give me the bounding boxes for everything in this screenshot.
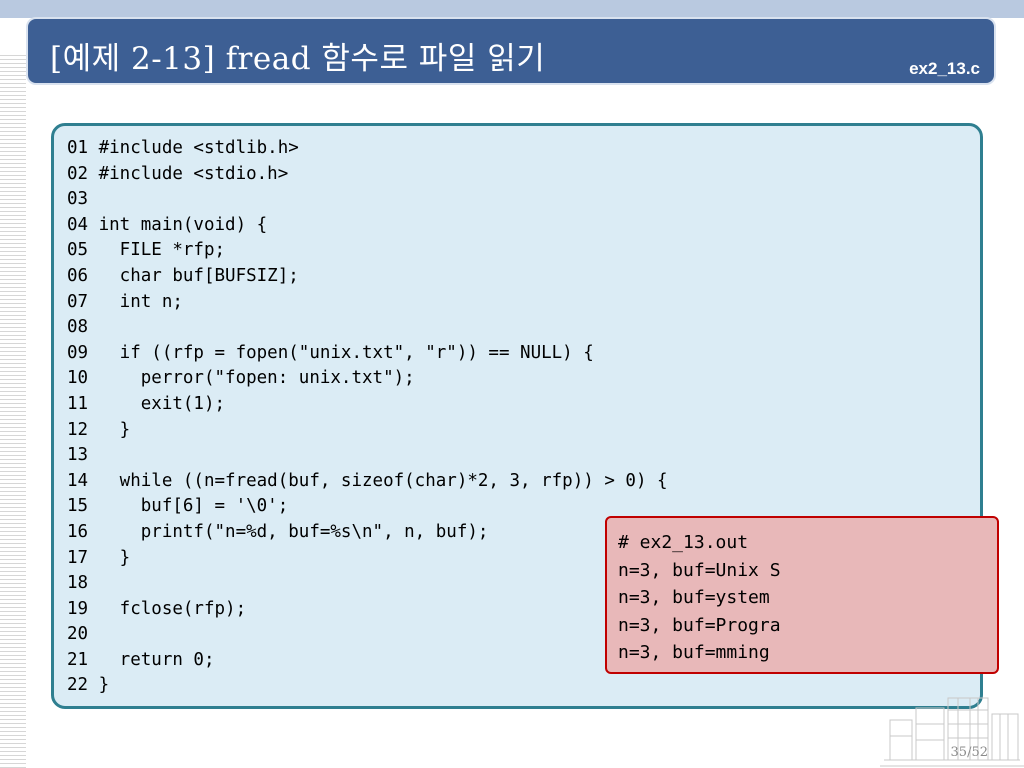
output-line: # ex2_13.out	[618, 532, 749, 553]
code-line: 02 #include <stdio.h>	[67, 163, 289, 184]
slide-title: [예제 2-13] fread 함수로 파일 읽기	[50, 41, 546, 77]
program-output-panel: # ex2_13.out n=3, buf=Unix S n=3, buf=ys…	[605, 516, 999, 674]
code-line: 04 int main(void) {	[67, 214, 268, 235]
output-line: n=3, buf=Progra	[618, 614, 781, 636]
code-line: 13	[67, 445, 89, 466]
code-line: 11 exit(1);	[67, 393, 226, 414]
code-line: 10 perror("fopen: unix.txt");	[67, 368, 415, 389]
title-bar: [예제 2-13] fread 함수로 파일 읽기 ex2_13.c	[26, 17, 996, 85]
output-line: n=3, buf=ystem	[618, 587, 770, 608]
building-sketch-decoration	[880, 697, 1024, 767]
code-line: 09 if ((rfp = fopen("unix.txt", "r")) ==…	[67, 342, 594, 363]
left-decor-stripes	[0, 55, 26, 768]
code-line: 05 FILE *rfp;	[67, 240, 226, 261]
output-line: n=3, buf=mming	[618, 642, 770, 663]
code-line: 20	[67, 624, 89, 645]
code-line: 22 }	[67, 675, 110, 696]
code-listing-panel: 01 #include <stdlib.h> 02 #include <stdi…	[51, 123, 983, 709]
code-line: 07 int n;	[67, 291, 183, 312]
code-line: 14 while ((n=fread(buf, sizeof(char)*2, …	[67, 470, 668, 491]
page-number: 35/52	[950, 745, 988, 760]
code-line: 18	[67, 573, 89, 594]
top-decor-band	[0, 0, 1024, 18]
code-line: 08	[67, 317, 89, 338]
code-line: 17 }	[67, 547, 131, 568]
code-line: 21 return 0;	[67, 649, 215, 670]
code-line: 01 #include <stdlib.h>	[67, 138, 299, 158]
file-name-label: ex2_13.c	[909, 59, 980, 78]
code-line: 16 printf("n=%d, buf=%s\n", n, buf);	[67, 521, 489, 542]
code-line: 03	[67, 189, 89, 210]
code-line: 12 }	[67, 419, 131, 440]
code-line: 19 fclose(rfp);	[67, 598, 247, 619]
output-line: n=3, buf=Unix S	[618, 559, 781, 581]
code-line: 15 buf[6] = '\0';	[67, 496, 289, 517]
code-line: 06 char buf[BUFSIZ];	[67, 265, 299, 286]
